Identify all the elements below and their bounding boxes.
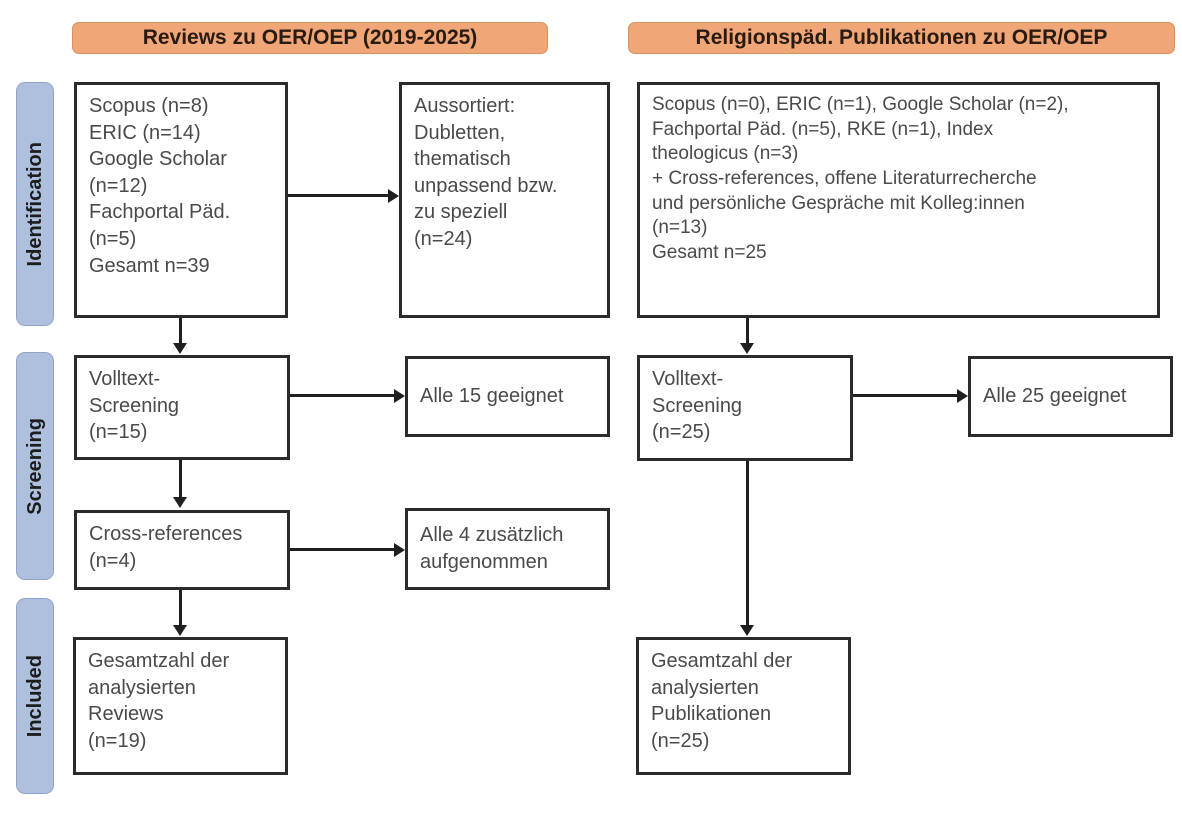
- connector-left-crossrefs-to-added: [290, 548, 394, 551]
- box-left-crossrefs-added: Alle 4 zusätzlich aufgenommen: [405, 508, 610, 590]
- connector-left-screening-to-crossrefs: [179, 460, 182, 498]
- column-header-reviews: Reviews zu OER/OEP (2019-2025): [72, 22, 548, 54]
- arrowhead-right-identification-to-screening: [740, 343, 754, 354]
- arrowhead-left-identification-to-screening: [173, 343, 187, 354]
- arrowhead-left-crossrefs-to-added: [394, 543, 405, 557]
- stage-label-screening-text: Screening: [23, 417, 46, 515]
- box-left-fulltext-suitable: Alle 15 geeignet: [405, 356, 610, 437]
- box-left-identification-sources: Scopus (n=8) ERIC (n=14) Google Scholar …: [74, 82, 288, 318]
- box-right-included: Gesamtzahl der analysierten Publikatione…: [636, 637, 851, 775]
- arrowhead-left-identification-to-excluded: [388, 189, 399, 203]
- box-left-fulltext-screening: Volltext- Screening (n=15): [74, 355, 290, 460]
- stage-label-screening: Screening: [16, 352, 54, 580]
- connector-left-screening-to-suitable: [290, 394, 394, 397]
- stage-label-included: Included: [16, 598, 54, 794]
- box-left-crossrefs: Cross-references (n=4): [74, 510, 290, 590]
- connector-right-screening-to-suitable: [853, 394, 957, 397]
- stage-label-identification-text: Identification: [23, 141, 46, 267]
- arrowhead-left-screening-to-suitable: [394, 389, 405, 403]
- arrowhead-left-crossrefs-to-included: [173, 625, 187, 636]
- stage-label-identification: Identification: [16, 82, 54, 326]
- arrowhead-right-screening-to-included: [740, 625, 754, 636]
- connector-right-screening-to-included: [746, 461, 749, 626]
- box-right-identification-sources: Scopus (n=0), ERIC (n=1), Google Scholar…: [637, 82, 1160, 318]
- stage-label-included-text: Included: [23, 654, 46, 738]
- connector-left-crossrefs-to-included: [179, 590, 182, 626]
- box-left-excluded: Aussortiert: Dubletten, thematisch unpas…: [399, 82, 610, 318]
- arrowhead-right-screening-to-suitable: [957, 389, 968, 403]
- box-right-fulltext-suitable: Alle 25 geeignet: [968, 356, 1173, 437]
- column-header-religionspaed: Religionspäd. Publikationen zu OER/OEP: [628, 22, 1175, 54]
- connector-right-identification-to-screening: [746, 318, 749, 344]
- box-right-fulltext-screening: Volltext- Screening (n=25): [637, 355, 853, 461]
- arrowhead-left-screening-to-crossrefs: [173, 497, 187, 508]
- box-left-included: Gesamtzahl der analysierten Reviews (n=1…: [73, 637, 288, 775]
- connector-left-identification-to-excluded: [288, 194, 388, 197]
- connector-left-identification-to-screening: [179, 318, 182, 344]
